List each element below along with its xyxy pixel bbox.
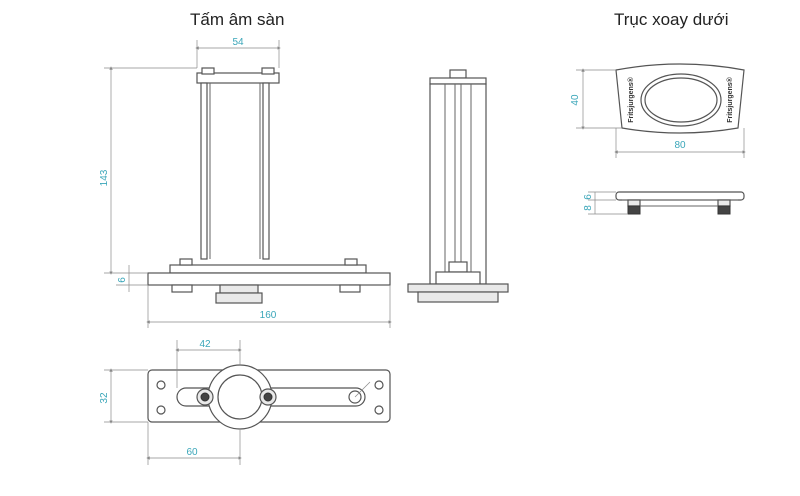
side-body	[429, 83, 487, 285]
side-view	[407, 69, 509, 303]
pivot-side-view: 8 6	[583, 191, 745, 215]
dim-pivot-side-b: 6	[583, 194, 594, 200]
dim-pivot-width: 80	[674, 140, 686, 151]
dim-pivot-side-a: 8	[583, 205, 594, 211]
pivot-top-view: Fritsjurgens® Fritsjurgens® 40 80	[570, 63, 746, 158]
title-bottom-pivot: Trục xoay dưới	[614, 10, 729, 29]
dim-front-base-height: 6	[117, 277, 128, 283]
side-pivot-block	[417, 291, 499, 303]
front-rod-right	[262, 82, 270, 260]
dim-front-height: 143	[99, 169, 110, 186]
side-top	[429, 77, 487, 85]
brand-right: Fritsjurgens®	[726, 76, 734, 122]
pivot-side-plate	[615, 191, 745, 201]
front-upper-base	[169, 264, 367, 274]
dim-plan-offset: 60	[186, 447, 198, 458]
title-floor-plate: Tấm âm sàn	[190, 10, 285, 29]
plan-view: 42 32 60	[99, 339, 391, 465]
dim-front-width: 54	[232, 37, 244, 48]
front-rod-left	[200, 82, 208, 260]
dim-front-base-width: 160	[260, 310, 277, 321]
dim-plan-width: 42	[199, 339, 211, 350]
brand-left: Fritsjurgens®	[627, 76, 635, 122]
front-top-cap	[196, 72, 280, 84]
dim-plan-height: 32	[99, 392, 110, 404]
front-base-plate	[147, 272, 391, 286]
front-view: 54 143 6 160	[99, 37, 392, 328]
front-pivot-block	[215, 292, 263, 304]
dim-pivot-height: 40	[570, 94, 581, 106]
